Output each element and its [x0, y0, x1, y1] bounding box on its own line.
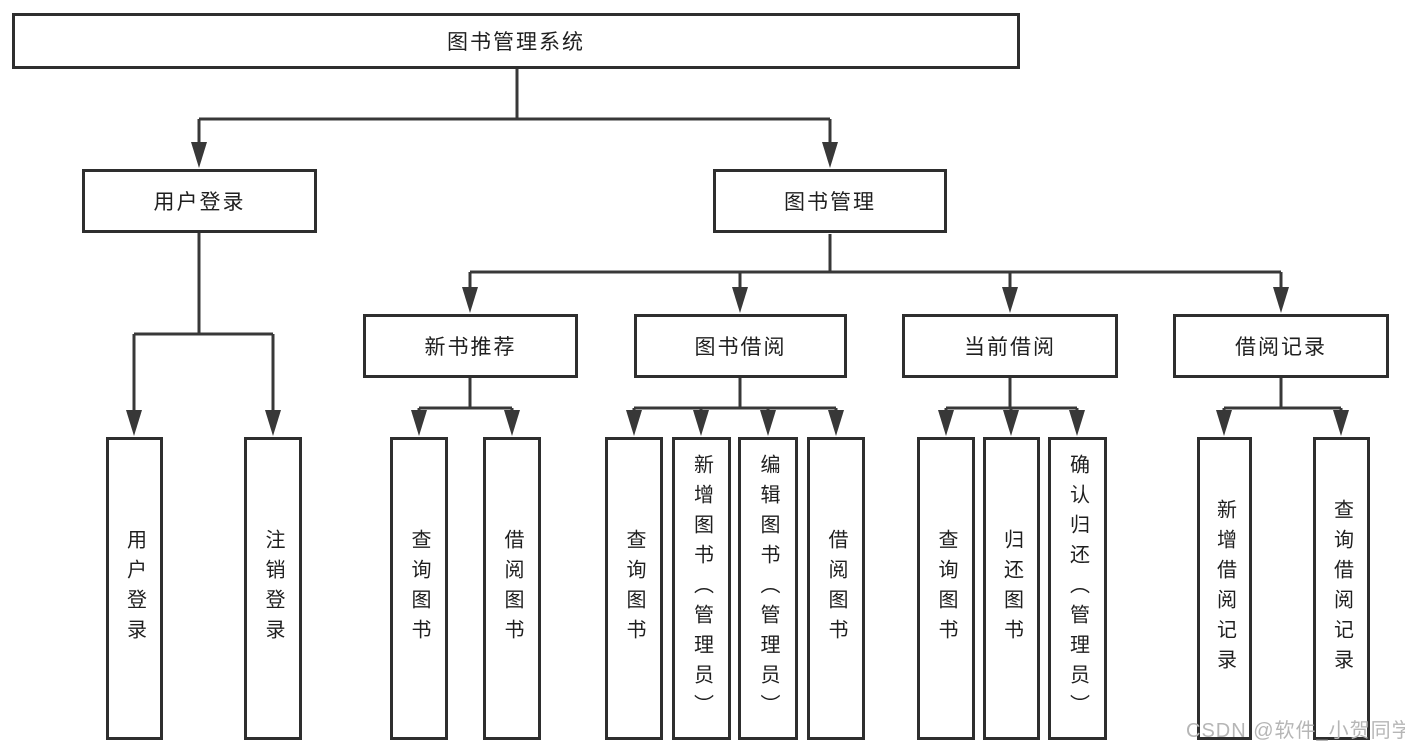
leaf-query-borrow-record: 查询借阅记录 [1313, 437, 1370, 740]
connectors-current-borrow [938, 378, 1085, 436]
leaf-label: 借阅图书 [825, 528, 847, 649]
connectors-book-borrow [626, 378, 844, 436]
leaf-add-book-admin: 新增图书（管理员） [672, 437, 731, 740]
node-user-login: 用户登录 [82, 169, 317, 233]
node-library-management-system: 图书管理系统 [12, 13, 1020, 69]
leaf-label: 查询图书 [408, 528, 430, 649]
leaf-edit-book-admin: 编辑图书（管理员） [738, 437, 798, 740]
connectors-new-book-recommend [411, 378, 520, 436]
leaf-query-books-recommend: 查询图书 [390, 437, 448, 740]
leaf-borrow-books-recommend: 借阅图书 [483, 437, 541, 740]
leaf-label: 借阅图书 [501, 528, 523, 649]
connectors-user-login [126, 233, 281, 436]
node-label: 图书管理系统 [447, 31, 585, 54]
leaf-user-login: 用户登录 [106, 437, 163, 740]
node-label: 当前借阅 [964, 336, 1056, 359]
leaf-logout: 注销登录 [244, 437, 302, 740]
leaf-return-book: 归还图书 [983, 437, 1040, 740]
node-book-borrow: 图书借阅 [634, 314, 847, 378]
node-borrow-records: 借阅记录 [1173, 314, 1389, 378]
leaf-label: 新增图书（管理员） [690, 453, 713, 724]
node-label: 借阅记录 [1235, 336, 1327, 359]
leaf-label: 编辑图书（管理员） [757, 453, 779, 724]
node-label: 新书推荐 [424, 336, 517, 359]
csdn-watermark: CSDN @软件_小贺同学 [1186, 720, 1405, 742]
node-current-borrow: 当前借阅 [902, 314, 1118, 378]
node-label: 图书管理 [784, 191, 876, 214]
leaf-label: 新增借阅记录 [1213, 498, 1236, 679]
leaf-label: 查询图书 [623, 528, 645, 649]
leaf-label: 用户登录 [123, 528, 146, 649]
leaf-label: 归还图书 [1000, 528, 1023, 649]
connectors-book-management [462, 234, 1289, 313]
leaf-label: 查询图书 [935, 528, 957, 649]
leaf-query-books-borrow: 查询图书 [605, 437, 663, 740]
node-label: 用户登录 [153, 191, 246, 214]
leaf-confirm-return-admin: 确认归还（管理员） [1048, 437, 1107, 740]
leaf-label: 查询借阅记录 [1330, 498, 1353, 679]
leaf-query-books-current: 查询图书 [917, 437, 975, 740]
leaf-label: 确认归还（管理员） [1066, 453, 1089, 724]
leaf-label: 注销登录 [262, 528, 284, 649]
node-label: 图书借阅 [694, 336, 787, 359]
connectors-root [191, 69, 838, 168]
node-book-management: 图书管理 [713, 169, 947, 233]
leaf-borrow-books: 借阅图书 [807, 437, 865, 740]
node-new-book-recommend: 新书推荐 [363, 314, 578, 378]
connectors-borrow-records [1216, 378, 1349, 436]
leaf-add-borrow-record: 新增借阅记录 [1197, 437, 1252, 740]
